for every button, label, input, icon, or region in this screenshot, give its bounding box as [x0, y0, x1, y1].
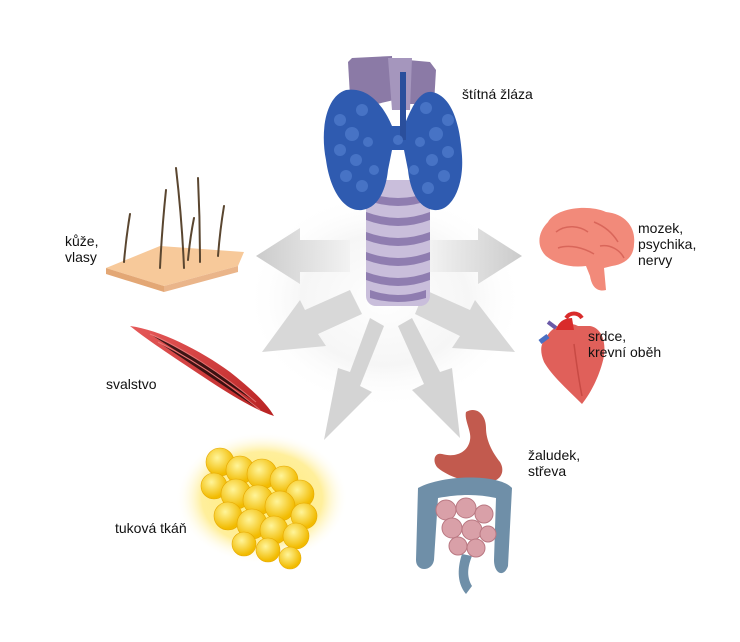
fat-tissue-illustration	[176, 432, 348, 570]
skin-hair-illustration	[106, 167, 244, 292]
small-intestine	[435, 497, 497, 558]
label-muscle: svalstvo	[106, 376, 157, 392]
arrow-to-heart	[415, 290, 515, 352]
label-brain: mozek, psychika, nervy	[638, 220, 697, 268]
arrow-to-stomach	[398, 318, 460, 438]
thyroid-gland-illustration	[323, 56, 463, 306]
arrow-to-muscle	[262, 290, 362, 352]
label-thyroid: štítná žláza	[462, 86, 533, 102]
arrow-to-brain	[430, 228, 522, 284]
label-stomach-intestines: žaludek, střeva	[528, 447, 581, 479]
hair-strands	[123, 167, 225, 269]
label-skin-hair: kůže, vlasy	[65, 233, 99, 265]
arrow-to-skin	[256, 228, 350, 284]
arrow-to-fat	[324, 318, 384, 440]
label-fat-tissue: tuková tkáň	[115, 520, 187, 536]
heart-illustration	[538, 311, 605, 404]
digestive-illustration	[416, 409, 512, 594]
thyroid-texture	[334, 102, 454, 194]
trachea-rings	[366, 192, 430, 302]
brain-illustration	[539, 207, 635, 291]
muscle-illustration	[130, 326, 274, 416]
label-heart: srdce, krevní oběh	[588, 328, 662, 360]
